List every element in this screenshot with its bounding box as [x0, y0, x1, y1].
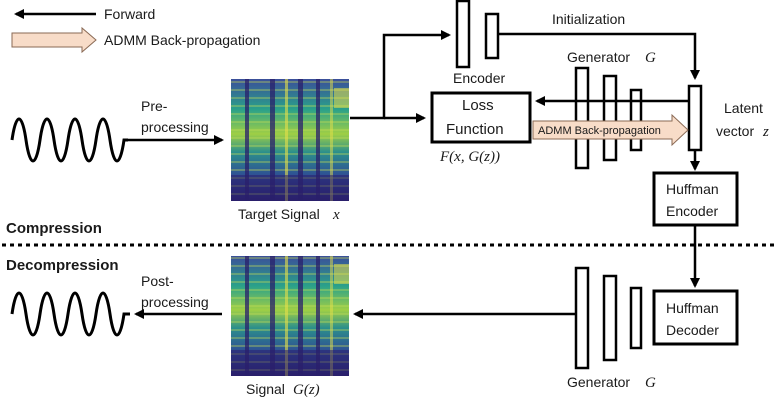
preprocessing-label-2: processing [141, 119, 209, 135]
huffman-decoder-box [652, 289, 739, 346]
input-waveform [10, 117, 128, 163]
postprocessing-label-1: Post- [141, 273, 174, 289]
admm-backprop-arrow [532, 113, 689, 147]
generator-bottom-label: Generator [567, 374, 630, 390]
latent-symbol: z [762, 124, 769, 140]
loss-label-1: Loss [462, 97, 494, 114]
encoder [455, 0, 500, 69]
huffman-encoder-label-2: Encoder [666, 203, 718, 219]
loss-function-box [430, 91, 532, 144]
latent-label-1: Latent [724, 100, 763, 116]
to-encoder-arrow [350, 30, 451, 120]
encoder-label: Encoder [453, 70, 505, 86]
output-spectrogram [231, 256, 349, 376]
generator-top-bar-3 [629, 88, 643, 152]
encoder-bar-1 [455, 0, 471, 69]
huffman-encoder-label-1: Huffman [666, 181, 719, 197]
generator-top-label: Generator [567, 49, 630, 65]
loss-label-2: Function [446, 121, 504, 138]
preprocessing-label-1: Pre- [141, 98, 168, 114]
compression-label: Compression [6, 220, 102, 237]
generator-top [574, 66, 643, 170]
loss-formula: F(x, G(z)) [439, 149, 500, 165]
generator-bottom-bar-3 [629, 286, 643, 350]
target-signal-label: Target Signal [238, 206, 320, 222]
generator-bottom [574, 266, 643, 370]
admm-legend-arrow [11, 26, 97, 54]
encoder-bar-2 [484, 12, 500, 60]
legend: Forward ADMM Back-propagation [11, 6, 260, 54]
generator-bottom-bar-1 [574, 266, 590, 370]
generator-bottom-symbol: G [645, 375, 656, 391]
admm-backprop-label: ADMM Back-propagation [538, 125, 661, 137]
initialization-label: Initialization [552, 11, 625, 27]
decompression-label: Decompression [6, 257, 119, 274]
generator-top-symbol: G [645, 50, 656, 66]
huffman-decoder-label-2: Decoder [666, 322, 719, 338]
output-signal-symbol: G(z) [293, 382, 320, 398]
generator-bottom-bar-2 [602, 274, 618, 362]
generator-top-bar-1 [574, 66, 590, 170]
generator-top-bar-2 [602, 74, 618, 162]
target-spectrogram [231, 79, 349, 201]
latent-label-2: vector [716, 123, 754, 139]
latent-vector-bar [687, 84, 703, 152]
postprocessing-label-2: processing [141, 294, 209, 310]
huffman-decoder-label-1: Huffman [666, 300, 719, 316]
initialization-arrow [499, 32, 700, 80]
target-signal-symbol: x [332, 207, 340, 223]
admm-legend-label: ADMM Back-propagation [104, 32, 260, 48]
forward-legend-label: Forward [104, 6, 155, 22]
output-signal-label: Signal [246, 381, 285, 397]
output-waveform [10, 291, 130, 337]
